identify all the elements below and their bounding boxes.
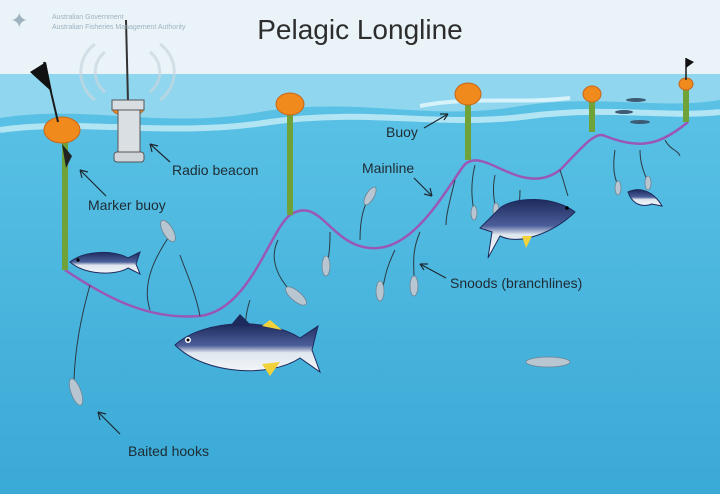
tuna-right — [479, 199, 576, 259]
tuna-left — [69, 251, 141, 276]
label-mainline: Mainline — [362, 160, 415, 176]
label-radio-beacon: Radio beacon — [172, 162, 259, 178]
small-fish-school — [615, 98, 650, 124]
bait-fish — [68, 175, 652, 406]
agency-logo: ✦ Australian Government Australian Fishe… — [10, 8, 210, 38]
agency-line-2: Australian Fisheries Management Authorit… — [52, 24, 186, 31]
sea-background — [0, 74, 720, 494]
crest-icon: ✦ — [10, 8, 29, 33]
radio-beacon-icon — [111, 19, 145, 163]
page-title: Pelagic Longline — [257, 14, 463, 45]
mainline-rope — [64, 121, 689, 318]
label-buoy: Buoy — [386, 124, 418, 140]
tuna-far-right — [627, 189, 663, 207]
sea-surface — [0, 74, 720, 119]
label-marker-buoy: Marker buoy — [88, 197, 166, 213]
label-snoods: Snoods (branchlines) — [450, 275, 583, 291]
agency-line-1: Australian Government — [52, 14, 124, 21]
tuna-large — [174, 314, 322, 376]
wave-highlight — [419, 96, 571, 108]
pointer-arrows — [79, 113, 449, 435]
label-baited-hooks: Baited hooks — [128, 443, 209, 459]
radio-wave-icon — [79, 42, 176, 102]
flag-icon — [30, 58, 694, 123]
marker-buoy-weight — [62, 144, 72, 168]
